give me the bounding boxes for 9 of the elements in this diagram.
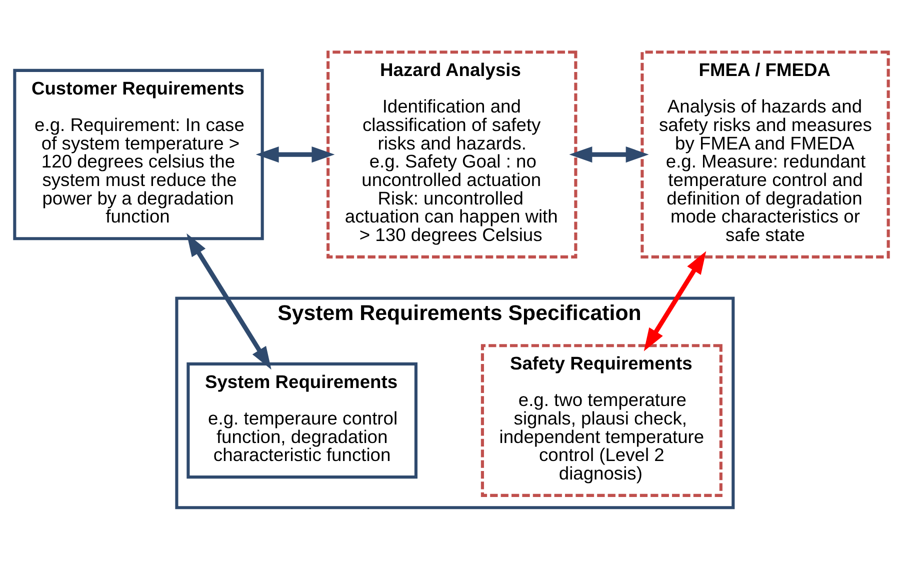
arrow (569, 146, 649, 163)
arrow (186, 233, 272, 370)
node-box: Hazard Analysis Identification and classification of safety risks and hazards. e.g. Safety Goal : no uncontrolled actuation Risk: uncontrolled actuation can happen with > 130 degrees Celsius (326, 50, 578, 258)
node-box: Safety Requirements e.g. two temperature signals, plausi check, independent temperature control (Level 2 diagnosis) (480, 344, 722, 497)
arrow (256, 146, 335, 163)
node-box: Customer Requirements e.g. Requirement: In case of system temperature > 120 degrees celsius the system must reduce the power by a degradation function (13, 68, 264, 240)
node-box: FMEA / FMEDA Analysis of hazards and safety risks and measures by FMEA and FMEDA e.g. Measure: redundant temperature control and definition of degradation mode characteristics or safe state (640, 50, 890, 258)
node-box: System Requirements e.g. temperaure control function, degradation characteristic function (186, 362, 418, 479)
arrow (644, 251, 706, 352)
